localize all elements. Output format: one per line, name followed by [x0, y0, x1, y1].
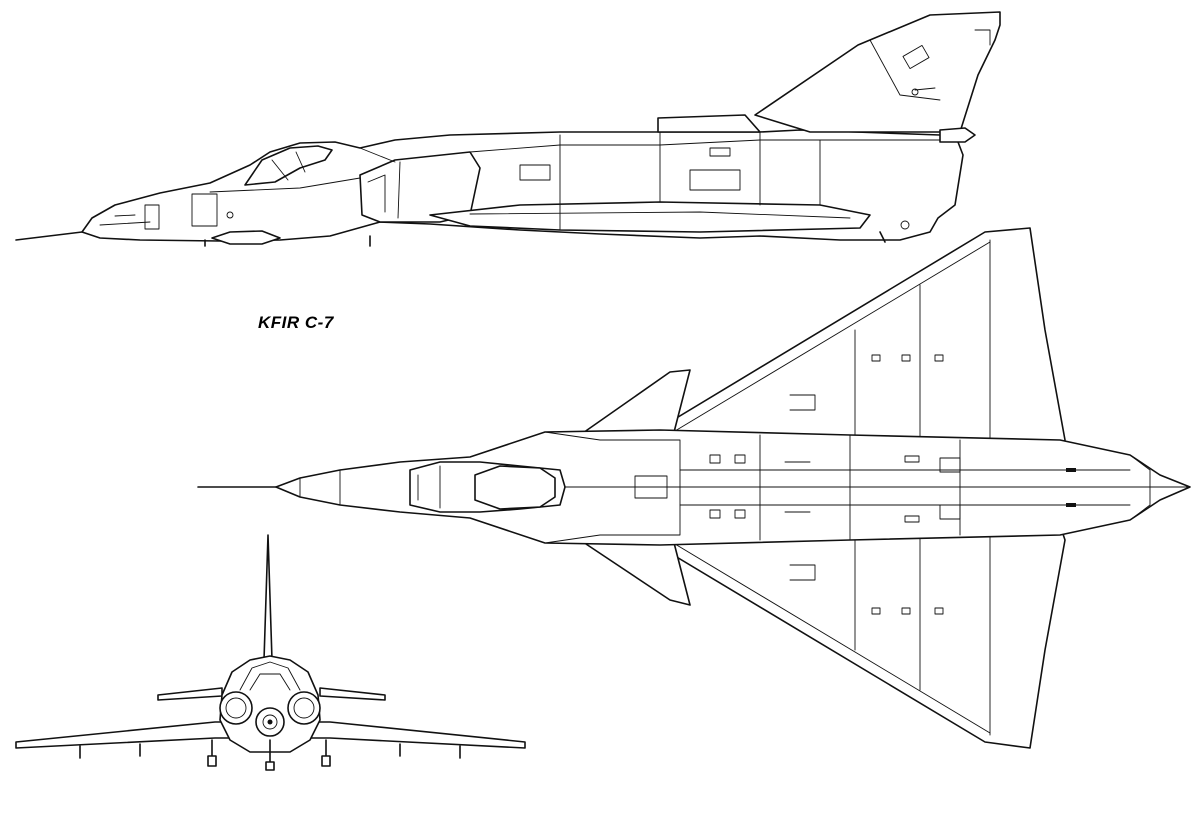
side-canopy — [244, 145, 333, 186]
top-canard-lower — [579, 534, 691, 606]
front-view — [15, 534, 526, 771]
aircraft-title: KFIR C-7 — [258, 313, 334, 332]
top-wing-upper — [639, 227, 1066, 453]
side-wing-root — [429, 201, 871, 233]
side-view — [15, 11, 1001, 247]
side-tail-fin — [754, 11, 1001, 133]
top-view — [197, 227, 1191, 749]
top-wing-lower — [639, 524, 1066, 749]
top-canard-upper — [579, 369, 691, 441]
front-tail-fin — [263, 534, 273, 661]
